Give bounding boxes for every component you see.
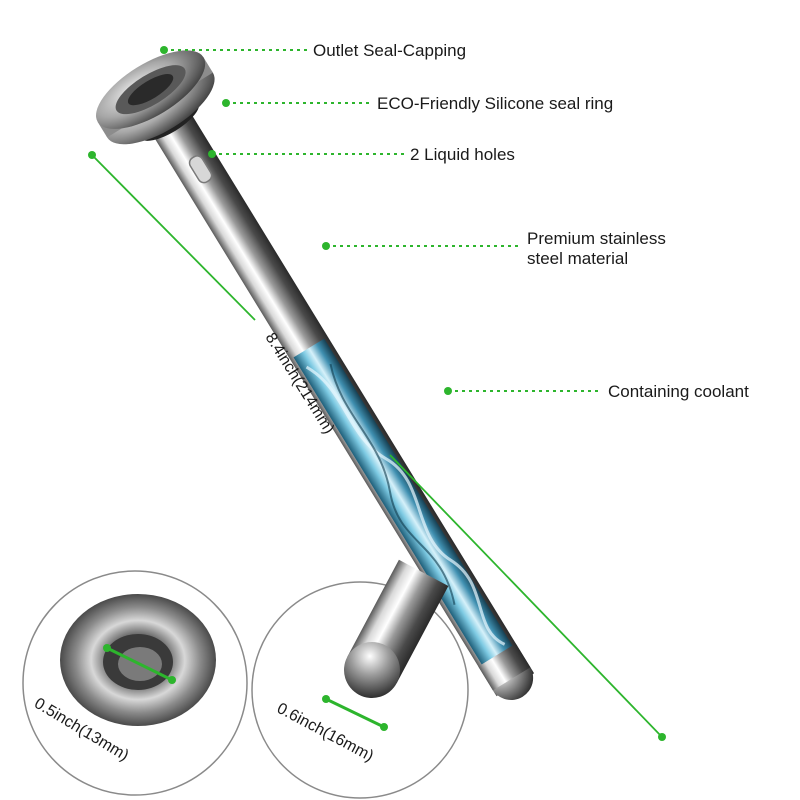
coolant-label: Containing coolant (608, 382, 749, 401)
material-label-line2: steel material (527, 249, 629, 268)
coolant-swirl (305, 365, 506, 646)
coolant-section (293, 338, 515, 669)
cooling-rod (96, 50, 535, 700)
length-dimension-line (88, 151, 666, 741)
outlet-seal-capping-label: Outlet Seal-Capping (313, 41, 467, 60)
silicone-seal-ring-label: ECO-Friendly Silicone seal ring (377, 94, 614, 113)
callout-dots (160, 46, 452, 395)
liquid-hole (188, 155, 213, 184)
material-label-line1: Premium stainless (527, 229, 666, 248)
callout-leaders (164, 49, 602, 392)
liquid-holes-label: 2 Liquid holes (410, 145, 515, 164)
tip-detail-circle (251, 559, 469, 799)
cap-detail-circle (22, 570, 248, 796)
